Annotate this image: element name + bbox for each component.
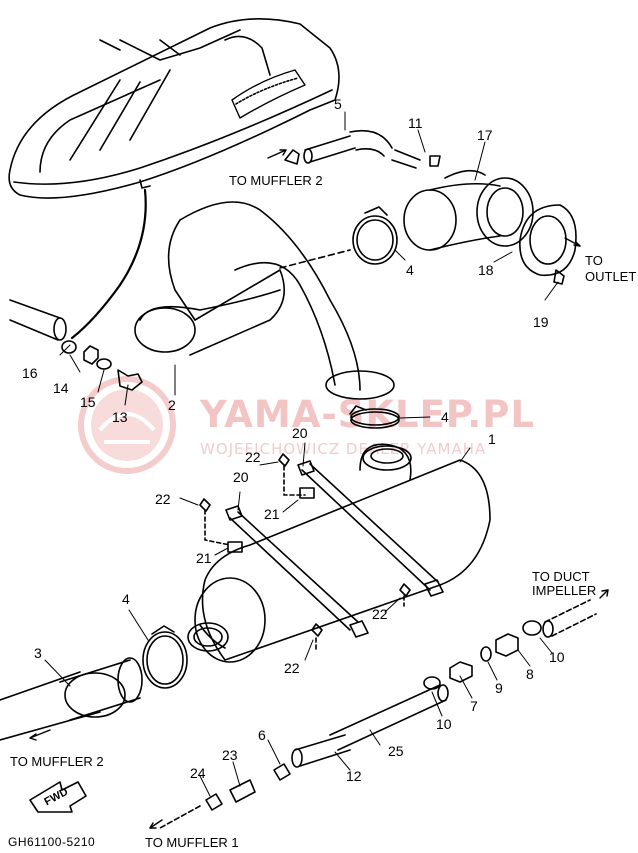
part-number-4-top: 4 — [406, 262, 414, 278]
watercraft-hull — [8, 18, 340, 199]
part-number-15: 15 — [80, 394, 96, 410]
part-number-9: 9 — [495, 680, 503, 696]
to-duct-impeller-label: TO DUCT IMPELLER — [532, 569, 597, 598]
muffler — [187, 443, 491, 663]
watermark-subtitle: WOJEFICHOWICZ DEALER YAMAHA — [200, 440, 487, 458]
part-number-2: 2 — [168, 397, 176, 413]
drain-pipe — [9, 299, 143, 391]
to-muffler-2-top-label: TO MUFFLER 2 — [229, 173, 323, 188]
part-number-7: 7 — [470, 698, 478, 714]
part-number-10-right: 10 — [549, 649, 565, 665]
part-number-13: 13 — [112, 409, 128, 425]
part-number-19: 19 — [533, 314, 549, 330]
part-number-21-upper: 21 — [264, 506, 280, 522]
to-muffler-1-label: TO MUFFLER 1 — [145, 835, 239, 850]
hose-clamp-top — [352, 206, 398, 265]
part-number-11: 11 — [408, 115, 423, 131]
pipe-to-muffler-2 — [0, 657, 143, 741]
drain-hose — [70, 188, 147, 340]
forward-arrow-icon — [29, 781, 87, 813]
part-number-4-middle: 4 — [441, 409, 449, 425]
drain-fittings — [159, 779, 256, 829]
part-number-20-lower: 20 — [233, 469, 249, 485]
part-number-22-a: 22 — [245, 449, 261, 465]
part-number-3: 3 — [34, 645, 42, 661]
part-number-20-upper: 20 — [292, 425, 308, 441]
part-number-25: 25 — [388, 743, 404, 759]
part-number-23: 23 — [222, 747, 238, 763]
hose-clamp-lower — [142, 625, 188, 689]
drain-hose-lower — [273, 684, 449, 781]
flow-arrows — [29, 149, 609, 829]
part-number-24: 24 — [190, 765, 206, 781]
part-number-14: 14 — [53, 380, 69, 396]
part-leader-lines — [44, 111, 559, 797]
to-muffler-2-bottom-label: TO MUFFLER 2 — [10, 754, 104, 769]
drawing-code: GH61100-5210 — [8, 835, 96, 849]
outlet-elbow — [403, 169, 534, 251]
part-number-4-lower: 4 — [122, 591, 130, 607]
part-number-6: 6 — [258, 727, 266, 743]
part-number-17: 17 — [477, 127, 493, 143]
part-number-8: 8 — [526, 666, 534, 682]
part-number-21-lower: 21 — [196, 550, 212, 566]
part-number-18: 18 — [478, 262, 494, 278]
outlet-gasket — [519, 204, 577, 285]
fitting-set — [423, 599, 597, 690]
part-number-10-left: 10 — [436, 716, 452, 732]
part-number-12: 12 — [346, 768, 362, 784]
watermark-brand: YAMA-SKLEP.PL — [200, 393, 535, 436]
assembly-leaders — [204, 465, 405, 651]
exhaust-pipe — [134, 201, 395, 400]
part-number-22-b: 22 — [155, 491, 171, 507]
hose-clamp-middle — [349, 405, 400, 429]
to-outlet-label: TO OUTLET — [585, 253, 637, 284]
connector-hose — [284, 129, 441, 169]
part-number-5: 5 — [334, 96, 342, 112]
part-number-22-d: 22 — [284, 660, 300, 676]
muffler-straps — [225, 460, 444, 638]
part-number-16: 16 — [22, 365, 38, 381]
part-number-1: 1 — [488, 431, 496, 447]
part-number-22-c: 22 — [372, 606, 388, 622]
